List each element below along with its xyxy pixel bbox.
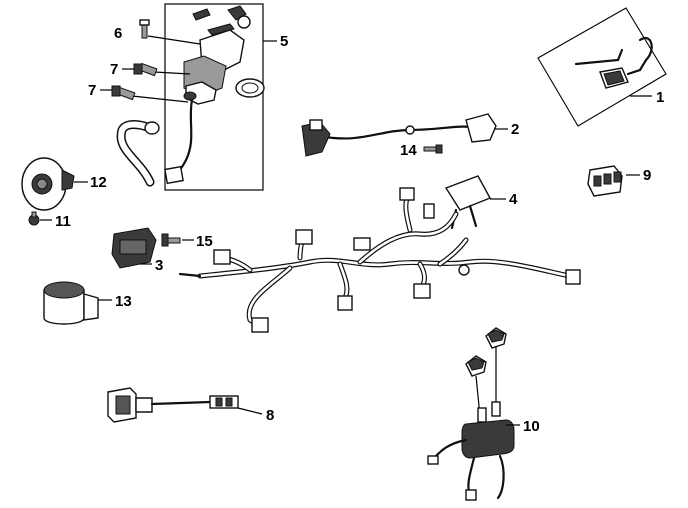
part-2-cable[interactable] xyxy=(301,113,497,157)
bolt-15[interactable] xyxy=(161,233,181,247)
label-7b: 7 xyxy=(88,82,96,99)
regulator-3[interactable] xyxy=(111,227,157,269)
part-13-relay[interactable] xyxy=(43,281,99,325)
part-1-assembly[interactable] xyxy=(537,7,667,127)
label-8: 8 xyxy=(266,407,274,424)
label-7a: 7 xyxy=(110,61,118,78)
label-1: 1 xyxy=(656,89,664,106)
label-13: 13 xyxy=(115,293,132,310)
usb-socket-8[interactable] xyxy=(107,387,239,423)
label-15: 15 xyxy=(196,233,213,250)
label-12: 12 xyxy=(90,174,107,191)
label-9: 9 xyxy=(643,167,651,184)
label-14: 14 xyxy=(400,142,417,159)
wiring-harness-4[interactable] xyxy=(178,175,581,333)
label-5: 5 xyxy=(280,33,288,50)
label-6: 6 xyxy=(114,25,122,42)
label-4: 4 xyxy=(509,191,518,208)
label-3: 3 xyxy=(155,257,163,274)
bolt-7b[interactable] xyxy=(111,85,136,101)
part-9-connector[interactable] xyxy=(587,165,623,197)
screw-14[interactable] xyxy=(423,144,443,154)
starter-relay-10[interactable] xyxy=(427,327,515,501)
label-2: 2 xyxy=(511,121,519,138)
horn-12[interactable] xyxy=(21,157,75,211)
label-10: 10 xyxy=(523,418,540,435)
bolt-7a[interactable] xyxy=(133,62,158,77)
bolt-11[interactable] xyxy=(28,211,40,226)
ignition-switch-assembly[interactable] xyxy=(131,3,265,191)
screw-6[interactable] xyxy=(139,19,150,39)
label-11: 11 xyxy=(55,213,71,230)
